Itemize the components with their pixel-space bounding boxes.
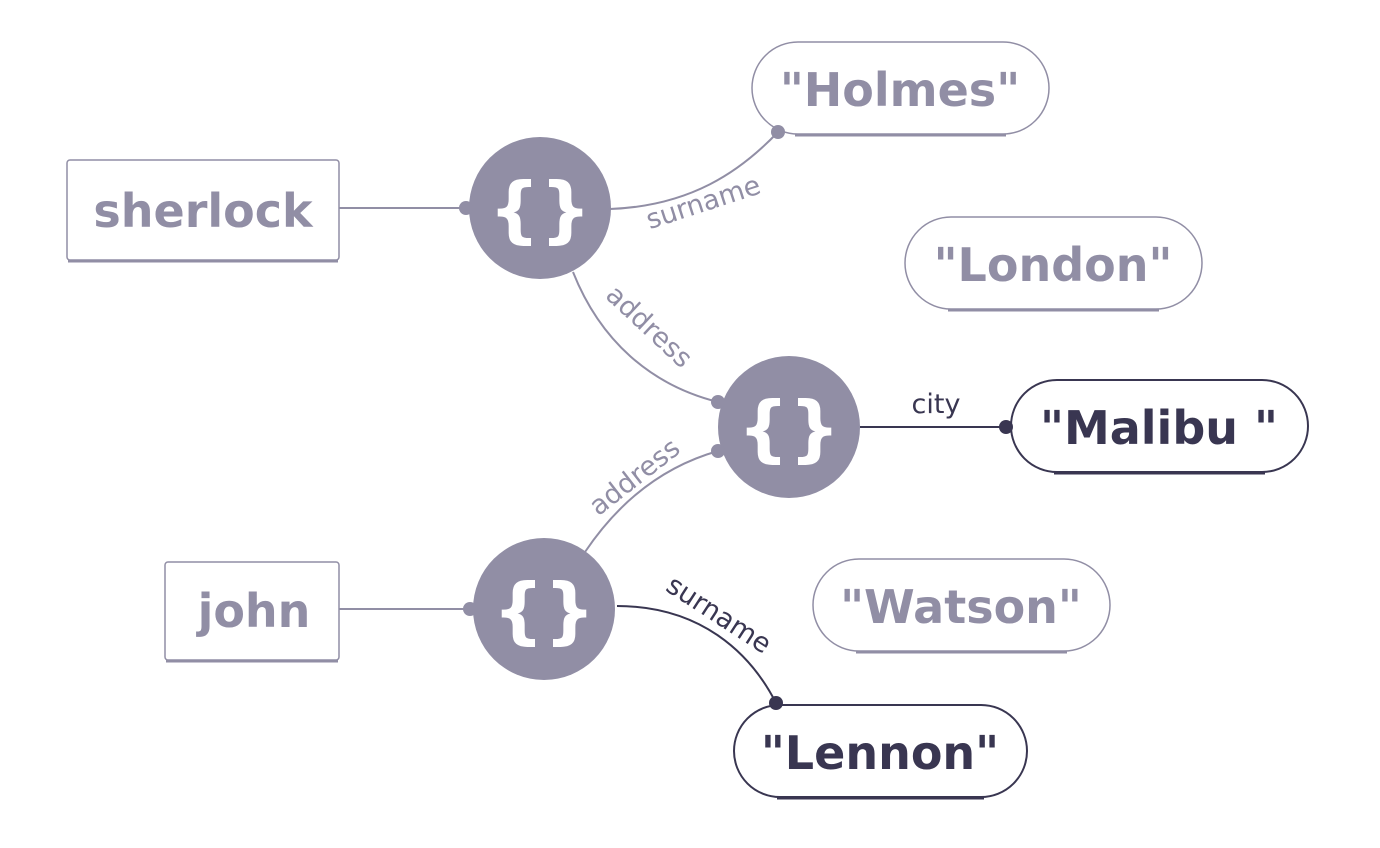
value-watson-label: "Watson"	[840, 580, 1082, 634]
edge-label-john-address: address	[583, 432, 686, 522]
dot-address-in-bottom	[711, 444, 725, 458]
edge-label-sherlock-address: address	[599, 279, 698, 374]
value-holmes-label: "Holmes"	[780, 63, 1020, 117]
edge-label-address-city: city	[912, 389, 961, 420]
variable-john-label: john	[196, 584, 311, 638]
value-watson[interactable]: "Watson"	[812, 558, 1111, 654]
dot-malibu	[999, 420, 1013, 434]
wire-john-address	[584, 450, 719, 553]
wire-sherlock-surname	[609, 131, 779, 210]
variable-john[interactable]: john	[164, 561, 340, 663]
object-brace-icon: {}	[489, 167, 592, 251]
variable-sherlock[interactable]: sherlock	[66, 159, 340, 263]
object-brace-icon: {}	[738, 386, 841, 470]
value-london[interactable]: "London"	[904, 216, 1203, 312]
value-holmes[interactable]: "Holmes"	[751, 41, 1050, 137]
value-london-label: "London"	[934, 238, 1173, 292]
variable-sherlock-label: sherlock	[93, 184, 314, 238]
wire-john-surname	[616, 605, 777, 704]
dot-john-object	[463, 602, 477, 616]
dot-sherlock-object	[459, 201, 473, 215]
value-malibu-label: "Malibu "	[1040, 401, 1278, 455]
dot-address-in-top	[711, 395, 725, 409]
object-node-address[interactable]: {}	[718, 356, 860, 498]
value-lennon-label: "Lennon"	[761, 726, 999, 780]
edge-label-sherlock-surname: surname	[642, 170, 764, 236]
dot-lennon	[769, 696, 783, 710]
wire-sherlock-address	[572, 271, 719, 403]
value-lennon[interactable]: "Lennon"	[733, 704, 1028, 800]
dot-holmes	[771, 125, 785, 139]
object-node-sherlock[interactable]: {}	[469, 137, 611, 279]
connector-dots	[459, 125, 1013, 710]
wires	[339, 131, 1006, 704]
value-malibu[interactable]: "Malibu "	[1010, 379, 1309, 475]
object-brace-icon: {}	[493, 568, 596, 652]
object-node-john[interactable]: {}	[473, 538, 615, 680]
